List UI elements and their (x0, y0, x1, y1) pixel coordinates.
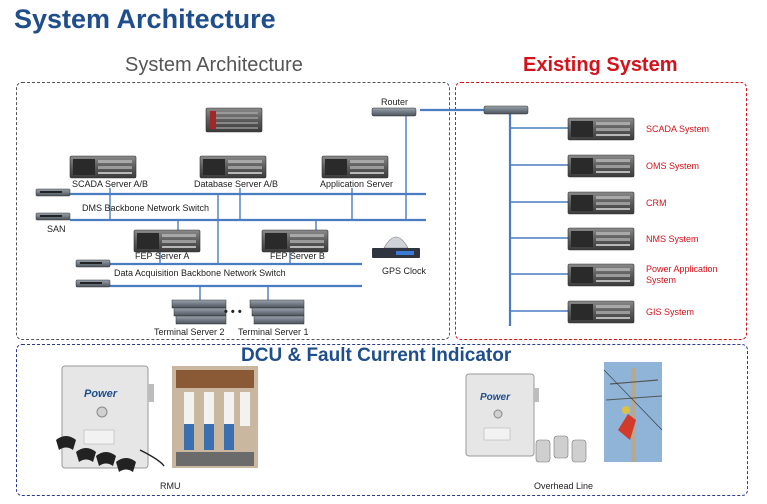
overhead-cabinet-brand: Power (480, 392, 511, 403)
existing-system-power-application: Power Application System (646, 264, 718, 285)
page-title: System Architecture (14, 4, 276, 34)
daq-switch-icon (75, 259, 111, 268)
existing-system-crm: CRM (646, 198, 667, 208)
existing-system-oms: OMS System (646, 161, 700, 171)
terminal-dots: • • • (224, 306, 242, 318)
existing-system-heading: Existing System (523, 54, 678, 76)
fep-a-label: FEP Server A (135, 251, 190, 261)
overhead-fault-indicators-icon (535, 435, 587, 463)
terminal-server-1-icon (249, 299, 305, 325)
overhead-dcu-cabinet-icon (465, 373, 539, 457)
san-label: SAN (47, 224, 66, 234)
dms-switch-icon (35, 188, 71, 197)
gis-system-server-icon (567, 300, 635, 324)
system-architecture-panel (16, 82, 450, 340)
dcu-cabinet-icon (61, 365, 154, 469)
dms-switch-label: DMS Backbone Network Switch (82, 203, 210, 213)
fep-server-b-icon (261, 229, 329, 253)
existing-system-gis: GIS System (646, 307, 695, 317)
overhead-line-photo (603, 362, 663, 462)
scada-system-server-icon (567, 117, 635, 141)
daq-switch-label: Data Acquisition Backbone Network Switch (114, 268, 286, 278)
rmu-photo (172, 366, 258, 468)
fep-server-a-icon (133, 229, 201, 253)
application-server-label: Application Server (320, 179, 394, 189)
scada-server-label: SCADA Server A/B (72, 179, 149, 189)
rmu-label: RMU (160, 481, 181, 491)
existing-router-icon (483, 105, 529, 115)
fep-b-label: FEP Server B (270, 251, 325, 261)
gps-clock-icon (372, 236, 420, 258)
cabinet-brand: Power (84, 388, 118, 400)
application-server-icon (321, 155, 389, 179)
storage-array-icon (205, 107, 263, 133)
terminal-server-2-icon (171, 299, 227, 325)
overhead-line-label: Overhead Line (534, 481, 594, 491)
dcu-heading: DCU & Fault Current Indicator (241, 345, 512, 366)
oms-system-server-icon (567, 154, 635, 178)
database-server-icon (199, 155, 267, 179)
scada-server-icon (69, 155, 137, 179)
existing-system-panel (455, 82, 747, 340)
dcu-panel (16, 344, 748, 496)
gps-clock-label: GPS Clock (382, 266, 427, 276)
existing-system-scada: SCADA System (646, 124, 710, 134)
router-icon (371, 107, 417, 117)
daq-switch-2-icon (75, 279, 111, 288)
existing-system-nms: NMS System (646, 234, 699, 244)
san-icon (35, 212, 71, 221)
power-application-server-icon (567, 263, 635, 287)
nms-system-server-icon (567, 227, 635, 251)
database-server-label: Database Server A/B (194, 179, 279, 189)
router-label: Router (381, 97, 409, 107)
terminal-2-label: Terminal Server 2 (154, 327, 225, 337)
system-architecture-heading: System Architecture (125, 54, 303, 76)
fault-indicator-sensors-icon (56, 436, 136, 472)
crm-server-icon (567, 191, 635, 215)
terminal-1-label: Terminal Server 1 (238, 327, 309, 337)
